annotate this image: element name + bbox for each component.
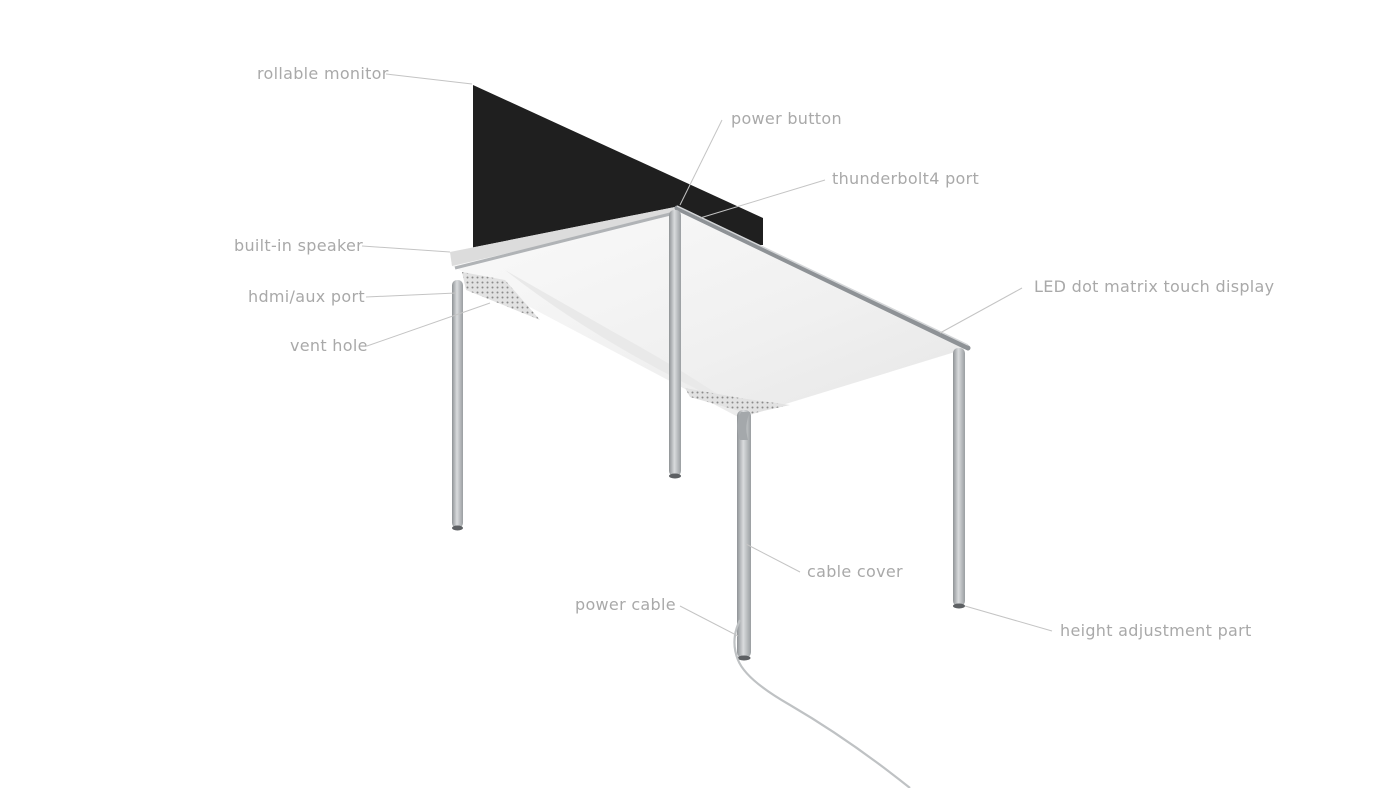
rollable-monitor-panel	[473, 85, 763, 248]
label-height-adjustment: height adjustment part	[1060, 621, 1252, 640]
leader-power-button	[679, 119, 723, 206]
leader-led-display	[939, 287, 1023, 334]
vent-hole-area-center	[685, 388, 790, 414]
cable-cover	[737, 412, 750, 440]
leader-height-adjustment	[964, 605, 1053, 632]
leader-hdmi-aux-port	[365, 292, 457, 298]
leader-thunderbolt4-port	[699, 179, 826, 219]
leader-vent-hole	[366, 302, 491, 347]
desk-top-shading	[505, 270, 740, 410]
leg-foot-front-left	[452, 525, 463, 531]
leader-rollable-monitor	[385, 73, 473, 85]
leg-front-left	[452, 280, 463, 528]
speaker-bar	[450, 207, 678, 266]
leader-cable-cover	[745, 543, 801, 573]
vent-hole-area-left	[462, 272, 540, 320]
label-led-display: LED dot matrix touch display	[1034, 277, 1275, 296]
leg-foot-back-right	[953, 603, 965, 609]
power-cable	[733, 619, 911, 788]
label-vent-hole: vent hole	[290, 336, 368, 355]
leg-foot-back-left	[669, 473, 681, 479]
label-cable-cover: cable cover	[807, 562, 903, 581]
leg-foot-front-right	[737, 655, 751, 661]
frame-rail-right	[674, 205, 971, 351]
frame-rail-front	[454, 210, 679, 270]
leader-built-in-speaker	[361, 245, 451, 253]
desk-top-surface	[450, 207, 968, 418]
label-power-cable: power cable	[575, 595, 676, 614]
leader-power-cable	[679, 605, 739, 637]
frame-rail-right-highlight	[676, 205, 969, 346]
label-power-button: power button	[731, 109, 842, 128]
label-thunderbolt4-port: thunderbolt4 port	[832, 169, 980, 188]
label-hdmi-aux-port: hdmi/aux port	[248, 287, 365, 306]
leg-back-left	[669, 210, 681, 476]
leg-back-right	[953, 348, 965, 606]
label-rollable-monitor: rollable monitor	[257, 64, 389, 83]
label-built-in-speaker: built-in speaker	[234, 236, 363, 255]
leg-front-right	[737, 410, 751, 658]
